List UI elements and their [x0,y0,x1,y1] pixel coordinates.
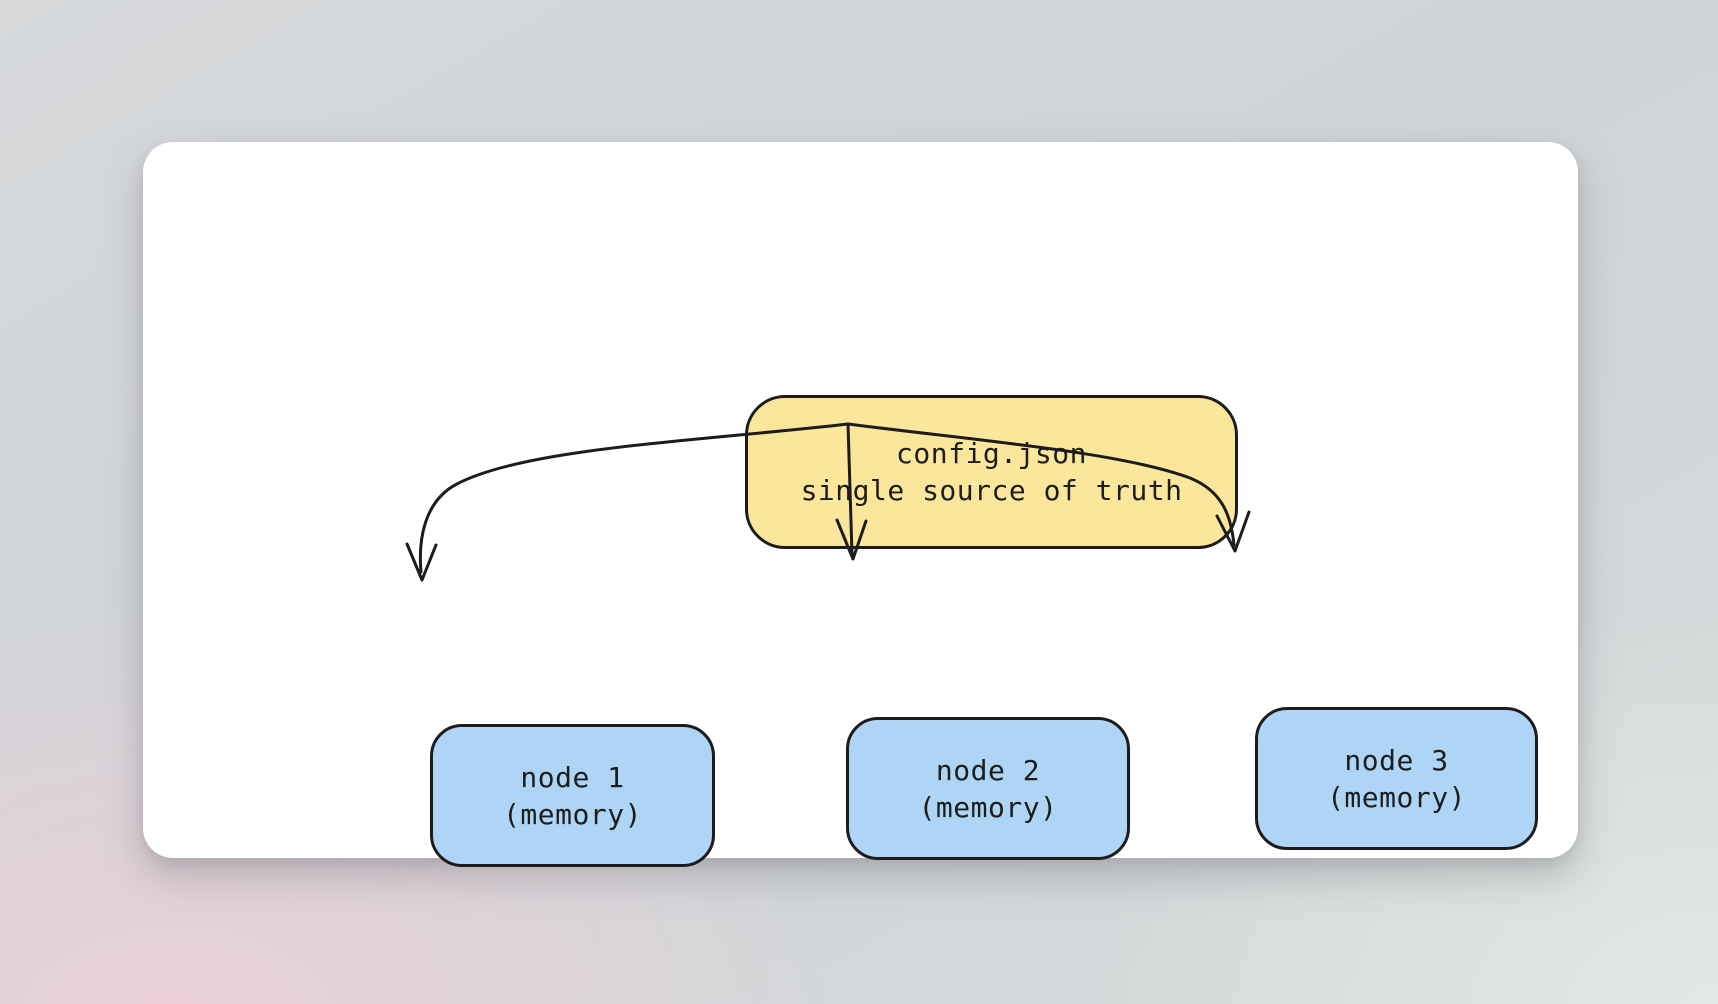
node-3-box: node 3 (memory) [1255,707,1538,850]
diagram-card: config.json single source of truth node … [143,142,1578,867]
config-json-title: config.json [896,437,1087,470]
node-2-box: node 2 (memory) [846,717,1130,860]
config-json-subtitle: single source of truth [800,474,1183,507]
config-json-box: config.json single source of truth [745,395,1238,549]
node-2-label: node 2 [935,753,1041,787]
node-1-label: node 1 [520,760,625,794]
node-1-box: node 1 (memory) [430,724,715,867]
node-3-label: node 3 [1344,743,1449,777]
node-1-sublabel: (memory) [503,797,642,831]
node-3-sublabel: (memory) [1327,780,1466,814]
node-2-sublabel: (memory) [918,790,1058,824]
